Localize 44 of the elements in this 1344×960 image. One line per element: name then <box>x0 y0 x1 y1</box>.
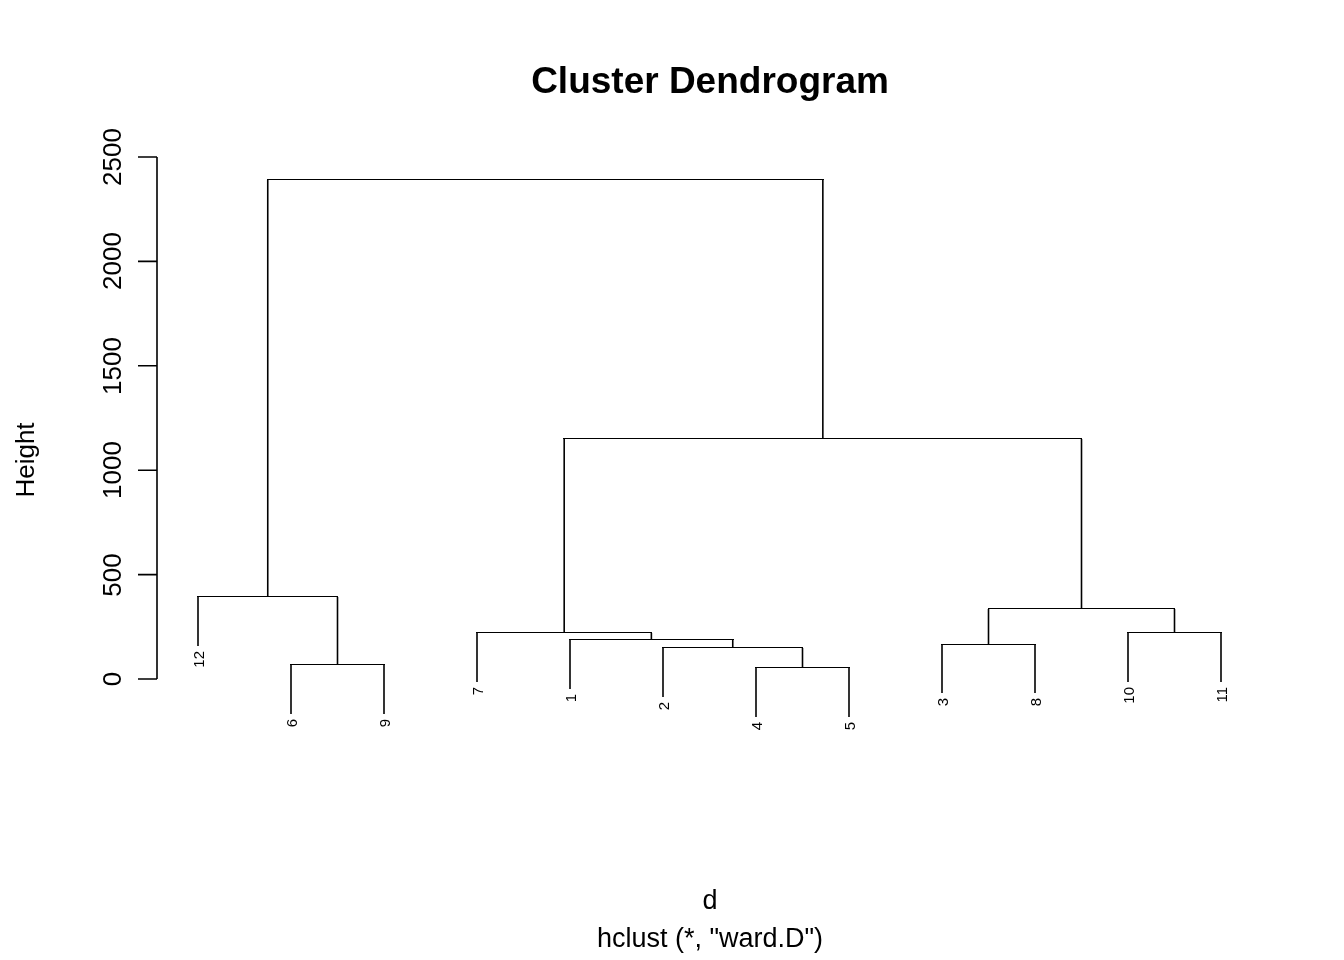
leaf-label: 2 <box>655 702 671 711</box>
axis-tick-label: 0 <box>99 671 125 687</box>
dendrogram-branch <box>563 438 565 634</box>
dendrogram-branch <box>1080 438 1083 610</box>
leaf-label: 12 <box>190 651 206 668</box>
dendrogram-branch <box>197 596 199 647</box>
dendrogram-branch <box>987 608 990 646</box>
dendrogram-branch <box>383 664 385 715</box>
axis-title: Height <box>12 422 38 498</box>
dendrogram-branch <box>848 667 850 718</box>
dendrogram-branch <box>1220 632 1222 683</box>
leaf-label: 1 <box>562 694 578 703</box>
leaf-label: 8 <box>1027 698 1043 707</box>
leaf-label: 6 <box>283 719 299 728</box>
method-caption: hclust (*, "ward.D") <box>596 923 824 954</box>
axis-title: d <box>702 885 718 916</box>
axis-tick-label: 1500 <box>99 336 125 395</box>
leaf-label: 11 <box>1213 687 1229 703</box>
dendrogram-branch <box>476 632 478 683</box>
dendrogram-branch <box>755 667 757 718</box>
leaf-label: 9 <box>376 719 392 728</box>
dendrogram-branch <box>662 647 664 698</box>
leaf-label: 3 <box>934 698 950 707</box>
leaf-label: 10 <box>1120 687 1136 704</box>
dendrogram-branch <box>1173 608 1176 634</box>
dendrogram-branch <box>1034 644 1036 694</box>
dendrogram-branch <box>1127 632 1129 683</box>
leaf-label: 4 <box>748 722 764 731</box>
dendrogram-branch <box>650 632 653 641</box>
axis-tick-label: 1000 <box>99 441 125 500</box>
dendrogram-branch <box>941 644 943 694</box>
dendrogram-branch <box>266 179 269 598</box>
leaf-label: 5 <box>841 722 857 731</box>
dendrogram-branch <box>822 179 824 440</box>
dendrogram-branch <box>801 647 804 669</box>
dendrogram-branch <box>569 639 571 690</box>
dendrogram-branch <box>336 596 339 666</box>
leaf-label: 7 <box>469 687 485 696</box>
dendrogram-branch <box>731 639 734 649</box>
axis-tick-label: 2500 <box>99 128 125 186</box>
dendrogram-branch <box>290 664 292 715</box>
chart-title: Cluster Dendrogram <box>531 60 889 102</box>
axis-tick-label: 500 <box>99 552 125 597</box>
axis-tick-label: 2000 <box>99 232 125 291</box>
